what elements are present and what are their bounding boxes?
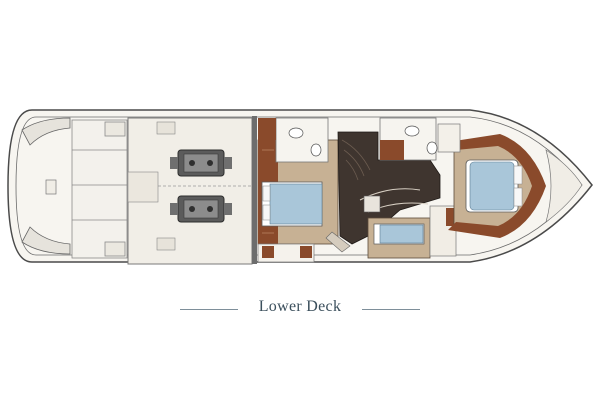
deck-plan-drawing [7, 109, 593, 265]
guest-cabin [367, 205, 457, 259]
engine-bulkhead [252, 116, 257, 264]
vip-cabin [437, 123, 546, 238]
engine-port [170, 149, 232, 177]
hull-inner-line [15, 116, 583, 256]
deck-title: Lower Deck [258, 298, 342, 315]
forepeak [545, 149, 583, 223]
engine-starboard [170, 195, 232, 223]
engine-room [127, 117, 253, 265]
stern-platform [21, 117, 71, 255]
mid-head [379, 117, 438, 161]
caption-rule-left [180, 309, 238, 310]
aft-storage [71, 119, 128, 259]
caption-rule-right [362, 309, 420, 310]
aft-head [258, 117, 329, 163]
deck-caption: Lower Deck [0, 296, 600, 324]
